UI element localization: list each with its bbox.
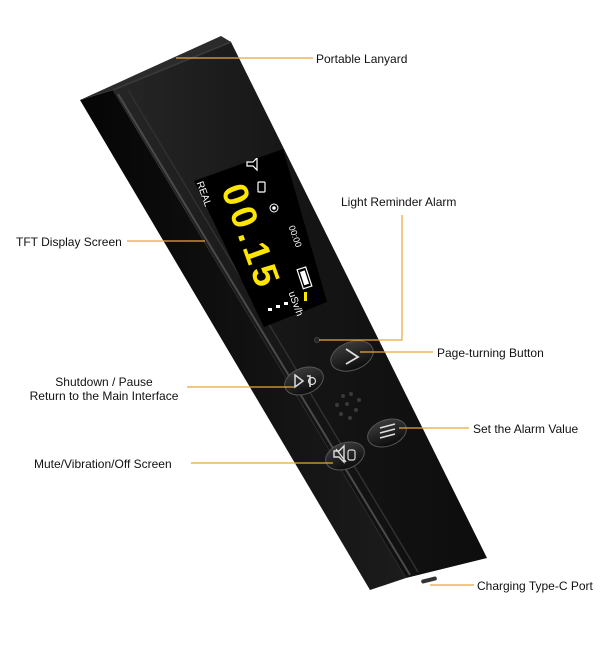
leader-light-alarm	[319, 215, 403, 341]
device-top-face	[80, 36, 231, 100]
callout-leaders	[127, 57, 474, 586]
tft-display-screen	[194, 149, 327, 327]
device-top-highlight	[112, 41, 232, 91]
record-icon	[269, 203, 279, 213]
device-edge-highlight	[117, 93, 411, 576]
label-tft-display-screen: TFT Display Screen	[16, 235, 122, 249]
label-set-alarm-value: Set the Alarm Value	[473, 422, 579, 436]
type-c-port	[421, 576, 437, 584]
light-reminder-led	[314, 337, 320, 343]
speaker-icon	[246, 158, 258, 172]
label-portable-lanyard: Portable Lanyard	[316, 52, 408, 66]
device-edge-highlight	[127, 89, 419, 573]
battery-icon	[296, 266, 313, 290]
label-mute-vibration: Mute/Vibration/Off Screen	[34, 457, 172, 471]
mute-icon	[333, 444, 347, 464]
screen-icons	[246, 158, 313, 311]
level-bars	[268, 292, 307, 311]
label-shutdown-line1: Shutdown / Pause	[55, 375, 153, 389]
label-charging-port: Charging Type-C Port	[477, 579, 593, 593]
device-side-face	[80, 90, 406, 590]
speaker-grille	[335, 392, 361, 420]
set-alarm-button[interactable]	[364, 414, 410, 452]
label-page-turning-button: Page-turning Button	[437, 346, 544, 360]
vibrate-icon	[257, 181, 266, 193]
shutdown-pause-button[interactable]	[281, 362, 327, 400]
label-shutdown-pause: Shutdown / Pause Return to the Main Inte…	[18, 375, 190, 403]
chevron-right-icon	[345, 348, 360, 365]
menu-icon	[379, 423, 396, 439]
label-shutdown-line2: Return to the Main Interface	[29, 389, 179, 403]
label-light-reminder-alarm: Light Reminder Alarm	[341, 195, 457, 209]
screen-content: REAL 00.15 uSv/h 00:00	[194, 158, 330, 323]
page-turning-button[interactable]	[327, 335, 378, 376]
